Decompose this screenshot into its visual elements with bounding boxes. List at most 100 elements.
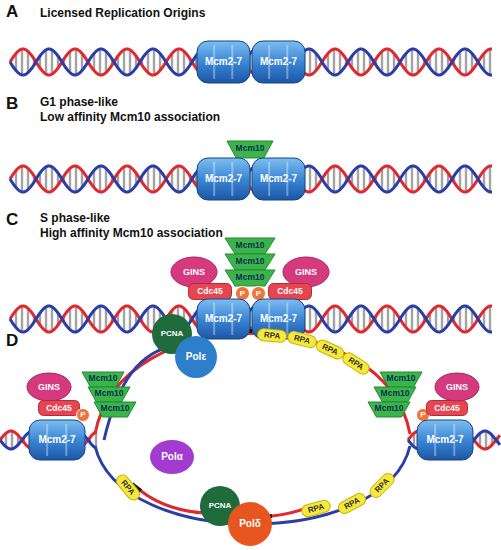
base-pair-rung (357, 307, 359, 331)
base-pair-rung (387, 306, 389, 332)
base-pair-rung (357, 167, 359, 191)
node-label: Polδ (239, 519, 261, 529)
base-pair-rung (105, 51, 107, 72)
polymerase-delta: Polδ (228, 502, 272, 546)
base-pair-rung (69, 51, 71, 72)
base-pair-rung (75, 166, 77, 192)
base-pair-rung (27, 308, 29, 329)
node-label: Mcm2-7 (205, 314, 242, 324)
mcm10-protein: Mcm10 (94, 402, 136, 417)
cdc45-protein: Cdc45 (426, 400, 468, 416)
panel-heading: G1 phase-like (40, 96, 118, 109)
hexamer-body (197, 299, 250, 339)
base-pair-rung (27, 51, 29, 72)
base-pair-rung (363, 307, 365, 331)
mcm2-7-hexamer: Mcm2-7 (251, 157, 306, 201)
base-pair-rung (417, 51, 419, 72)
mcm10-trapezoid (225, 270, 275, 286)
dna-strand-red (10, 49, 492, 75)
base-pair-rung (411, 166, 413, 192)
node-label: Mcm10 (101, 404, 130, 413)
rpa-box (286, 330, 317, 349)
node-label: Cdc45 (434, 404, 460, 413)
base-pair-rung (45, 167, 47, 191)
base-pair-rung (95, 432, 97, 448)
node-label: Cdc45 (277, 287, 303, 296)
base-pair-rung (489, 49, 491, 75)
rpa-protein: RPA (314, 337, 347, 361)
base-pair-rung (459, 168, 461, 189)
mcm10-trapezoid (227, 141, 273, 158)
base-pair-rung (441, 167, 443, 191)
node-label: GINS (446, 383, 468, 392)
base-pair-rung (177, 49, 179, 75)
base-pair-rung (51, 167, 53, 191)
node-label: Mcm2-7 (205, 174, 242, 184)
mcm2-7-hexamer: Mcm2-7 (196, 298, 251, 340)
base-pair-rung (309, 166, 311, 192)
mcm10-trapezoid (374, 387, 416, 402)
panel-heading: Licensed Replication Origins (40, 7, 205, 20)
base-pair-rung (51, 307, 53, 331)
cdc45-protein: Cdc45 (268, 283, 312, 300)
node-label: P (420, 411, 425, 419)
dna-strand-blue (10, 166, 492, 192)
base-pair-rung (177, 166, 179, 192)
mcm10-protein: Mcm10 (227, 141, 273, 158)
mcm2-7-hexamer: Mcm2-7 (196, 40, 251, 84)
node-label: Polα (161, 452, 183, 462)
pol-circle (175, 336, 217, 378)
node-label: Cdc45 (197, 287, 223, 296)
panel-heading: Low affinity Mcm10 association (40, 111, 220, 124)
base-pair-rung (309, 306, 311, 332)
base-pair-rung (27, 168, 29, 189)
polymerase-alpha: Polα (150, 440, 194, 474)
cdc45-box (269, 284, 312, 300)
gins-blob (171, 257, 217, 287)
phospho-mark: P (76, 408, 90, 422)
node-label: GINS (183, 268, 205, 277)
mcm10-trapezoid (225, 238, 275, 254)
base-pair-rung (75, 49, 77, 75)
cdc45-box (39, 401, 80, 416)
base-pair-rung (45, 50, 47, 74)
base-pair-rung (381, 168, 383, 189)
mcm10-protein: Mcm10 (225, 254, 275, 270)
rpa-protein: RPA (367, 470, 397, 500)
base-pair-rung (45, 307, 47, 331)
mcm10-protein: Mcm10 (380, 372, 422, 387)
dna-strand-blue (10, 306, 492, 332)
base-pair-rung (123, 307, 125, 331)
rpa-protein: RPA (256, 328, 287, 344)
gins-complex: GINS (26, 372, 72, 402)
base-pair-rung (183, 168, 185, 189)
panel-letter: B (6, 95, 18, 114)
base-pair-rung (69, 168, 71, 189)
base-pair-rung (339, 308, 341, 329)
base-pair-rung (21, 306, 23, 332)
base-pair-rung (435, 167, 437, 191)
node-label: Mcm2-7 (260, 57, 297, 67)
base-pair-rung (465, 49, 467, 75)
base-pair-rung (129, 307, 131, 331)
base-pair-rung (147, 168, 149, 189)
base-pair-rung (129, 167, 131, 191)
node-label: Mcm10 (381, 389, 410, 398)
mcm10-protein: Mcm10 (225, 238, 275, 254)
base-pair-rung (21, 49, 23, 75)
base-pair-rung (99, 49, 101, 75)
base-pair-rung (99, 166, 101, 192)
node-label: Mcm10 (236, 144, 265, 153)
pol-circle (228, 502, 272, 546)
node-label: Cdc45 (46, 404, 72, 413)
base-pair-rung (153, 166, 155, 192)
mcm2-7-hexamer: Mcm2-7 (28, 419, 86, 461)
panel-letter: A (6, 3, 18, 22)
hexamer-body (417, 420, 473, 460)
node-label: Mcm10 (89, 374, 118, 383)
hexamer-body (29, 420, 85, 460)
base-pair-rung (123, 167, 125, 191)
panel-letter: C (6, 211, 18, 230)
base-pair-rung (363, 167, 365, 191)
gins-blob (283, 257, 329, 287)
